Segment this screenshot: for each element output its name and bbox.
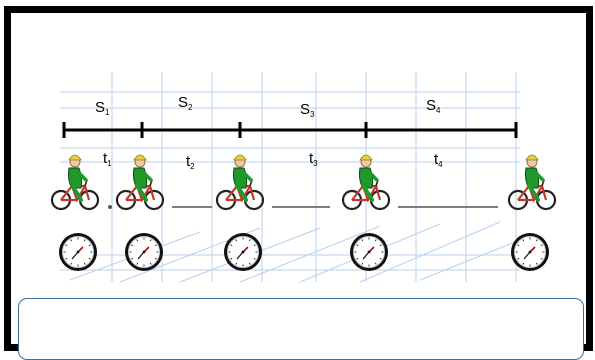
segment-label-s2: S2: [178, 94, 193, 112]
segment-labels: S1 S2 S3 S4: [95, 94, 441, 119]
clock-icon: [350, 233, 388, 271]
cyclist-icon: [115, 154, 165, 211]
diagram-frame: [4, 6, 593, 351]
diagram-stage: S1 S2 S3 S4 t1 t2 t3 t4: [4, 6, 593, 360]
motion-diagram: S1 S2 S3 S4 t1 t2 t3 t4: [50, 72, 557, 283]
segment-label-s1: S1: [95, 99, 110, 117]
clock-icon: [511, 233, 549, 271]
cyclist-icon: [50, 154, 100, 211]
clocks: [59, 233, 549, 271]
ground-lines: [108, 205, 498, 209]
interval-label-t2: t2: [186, 153, 195, 171]
caption-panel: [18, 298, 584, 360]
distance-scale-bar: [62, 122, 518, 138]
cyclist-icon: [507, 154, 557, 211]
cyclist-icon: [341, 154, 391, 211]
cyclists: [50, 154, 557, 211]
clock-icon: [125, 233, 163, 271]
segment-label-s3: S3: [300, 101, 315, 119]
segment-label-s4: S4: [426, 97, 441, 115]
clock-icon: [59, 233, 97, 271]
interval-labels: t1 t2 t3 t4: [103, 150, 443, 171]
clock-icon: [224, 233, 262, 271]
interval-label-t3: t3: [309, 150, 318, 168]
cyclist-icon: [215, 154, 265, 211]
interval-label-t1: t1: [103, 150, 112, 168]
interval-label-t4: t4: [434, 151, 443, 169]
